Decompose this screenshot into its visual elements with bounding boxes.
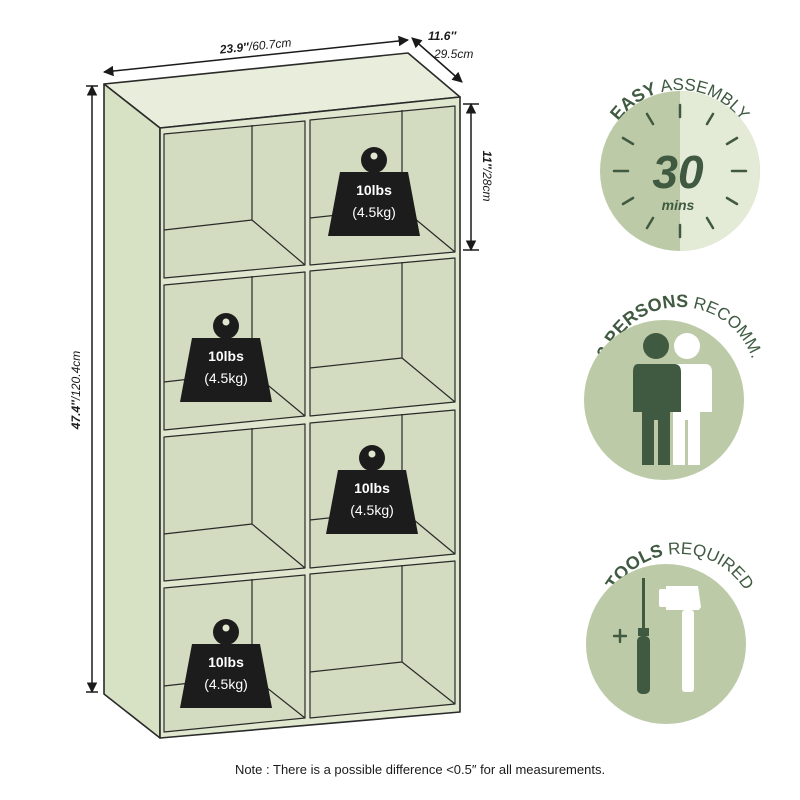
depth-label-cm: 29.5cm	[433, 47, 473, 61]
svg-text:10lbs: 10lbs	[208, 348, 244, 364]
cube-height-label: 11″/28cm	[480, 151, 494, 202]
svg-text:(4.5kg): (4.5kg)	[350, 502, 394, 518]
weight-icon: 10lbs (4.5kg)	[180, 619, 272, 708]
assembly-badge: EASY ASSEMBLY 30 mins	[600, 75, 760, 251]
plus-icon	[612, 628, 628, 644]
width-label: 23.9″/60.7cm	[218, 35, 292, 56]
hammer-icon	[659, 586, 701, 692]
depth-label-in: 11.6″	[428, 29, 457, 43]
svg-text:10lbs: 10lbs	[356, 182, 392, 198]
assembly-unit: mins	[662, 197, 695, 213]
height-label: 47.4″/120.4cm	[69, 351, 83, 430]
assembly-time: 30	[652, 146, 704, 198]
svg-text:(4.5kg): (4.5kg)	[352, 204, 396, 220]
persons-badge: 2 PERSONS RECOMM.	[584, 291, 766, 480]
person-dark-icon	[633, 333, 681, 465]
weight-icon: 10lbs (4.5kg)	[328, 147, 420, 236]
svg-text:10lbs: 10lbs	[208, 654, 244, 670]
svg-text:10lbs: 10lbs	[354, 480, 390, 496]
screwdriver-icon	[637, 578, 650, 694]
measurement-note: Note : There is a possible difference <0…	[234, 762, 606, 777]
clock-icon	[612, 103, 748, 239]
weight-icon: 10lbs (4.5kg)	[180, 313, 272, 402]
svg-text:(4.5kg): (4.5kg)	[204, 676, 248, 692]
bookcase-illustration	[103, 52, 461, 739]
tools-badge: TOOLS REQUIRED	[586, 539, 758, 724]
bookcase-side	[103, 83, 161, 739]
dimension-lines	[86, 35, 479, 694]
weight-icon: 10lbs (4.5kg)	[326, 445, 418, 534]
svg-text:(4.5kg): (4.5kg)	[204, 370, 248, 386]
depth-dimension-line	[411, 37, 463, 83]
width-dimension-line	[102, 35, 410, 77]
